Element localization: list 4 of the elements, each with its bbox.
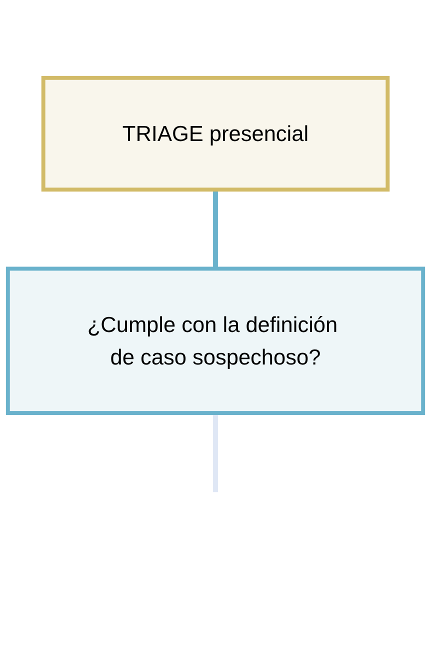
node-box: ¿Cumple con la definición de caso sospechoso?: [6, 267, 426, 416]
connector: [213, 413, 218, 493]
node-box: TRIAGE presencial: [41, 76, 390, 192]
connector: [213, 190, 218, 270]
